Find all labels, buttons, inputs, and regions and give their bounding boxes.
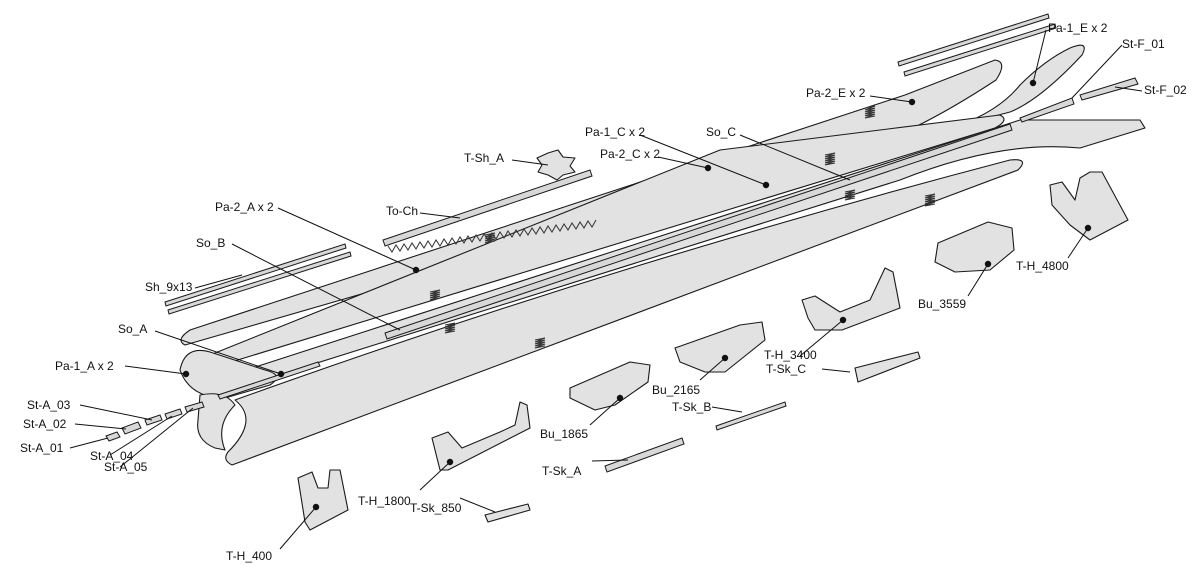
rod-upper-1 — [897, 13, 1050, 67]
label-t-sk-b: T-Sk_B — [672, 400, 711, 414]
label-st-a01: St-A_01 — [20, 441, 64, 455]
tooth-chain — [382, 169, 593, 247]
part-t-h-1800 — [431, 401, 531, 471]
label-pa2-e: Pa-2_E x 2 — [806, 86, 866, 100]
part-t-sh-a — [536, 149, 576, 181]
part-st-a04 — [164, 408, 183, 420]
label-t-sk-850: T-Sk_850 — [410, 501, 462, 515]
rod-upper-2 — [903, 23, 1057, 77]
label-bu-1865: Bu_1865 — [540, 427, 588, 441]
label-pa1-e: Pa-1_E x 2 — [1048, 21, 1108, 35]
label-t-h-400: T-H_400 — [226, 549, 272, 563]
part-t-sk-b — [715, 401, 787, 431]
label-bu-2165: Bu_2165 — [652, 383, 700, 397]
part-t-h-4800 — [1049, 171, 1129, 241]
part-t-sk-a — [604, 437, 685, 473]
label-st-a03: St-A_03 — [27, 398, 71, 412]
part-bu-3559 — [934, 221, 1015, 273]
label-so-c: So_C — [706, 125, 736, 139]
part-bu-2165 — [674, 321, 766, 373]
label-t-sk-c: T-Sk_C — [766, 362, 806, 376]
rod-sh-2 — [167, 251, 352, 315]
label-st-a05: St-A_05 — [104, 460, 148, 474]
rod-sh-1 — [164, 243, 347, 307]
rod-st-f02 — [1079, 77, 1139, 101]
label-t-h-1800: T-H_1800 — [358, 494, 411, 508]
part-t-h-400 — [297, 469, 349, 531]
label-so-a: So_A — [118, 322, 147, 336]
part-bu-1865 — [569, 361, 651, 411]
panel-lower-long — [225, 159, 1024, 466]
label-sh-9x13: Sh_9x13 — [145, 280, 193, 294]
part-st-a02 — [121, 421, 142, 435]
label-st-a04: St-A_04 — [90, 449, 134, 463]
label-bu-3559: Bu_3559 — [918, 297, 966, 311]
part-st-a03 — [144, 414, 163, 426]
label-so-b: So_B — [196, 236, 225, 250]
rod-st-f01 — [1019, 97, 1075, 123]
label-pa1-a: Pa-1_A x 2 — [55, 359, 114, 373]
label-pa2-a: Pa-2_A x 2 — [215, 200, 274, 214]
panel-pa1-e — [959, 44, 1085, 126]
label-st-f02: St-F_02 — [1144, 83, 1187, 97]
rod-so-b — [384, 123, 1013, 340]
part-t-h-3400 — [801, 267, 901, 331]
part-t-sk-c — [854, 351, 921, 383]
label-to-ch: To-Ch — [386, 204, 418, 218]
label-t-sk-a: T-Sk_A — [542, 464, 581, 478]
label-pa2-c: Pa-2_C x 2 — [600, 147, 660, 161]
label-st-f01: St-F_01 — [1122, 37, 1165, 51]
part-t-sk-850 — [484, 503, 531, 523]
label-pa1-c: Pa-1_C x 2 — [585, 125, 645, 139]
label-st-a02: St-A_02 — [23, 417, 67, 431]
label-t-h-4800: T-H_4800 — [1016, 259, 1069, 273]
label-t-h-3400: T-H_3400 — [764, 348, 817, 362]
part-st-a01 — [105, 431, 121, 442]
rod-so-a — [217, 361, 321, 400]
label-t-sh-a: T-Sh_A — [464, 151, 504, 165]
part-st-a05 — [184, 401, 205, 413]
panel-lower-end — [197, 393, 236, 451]
